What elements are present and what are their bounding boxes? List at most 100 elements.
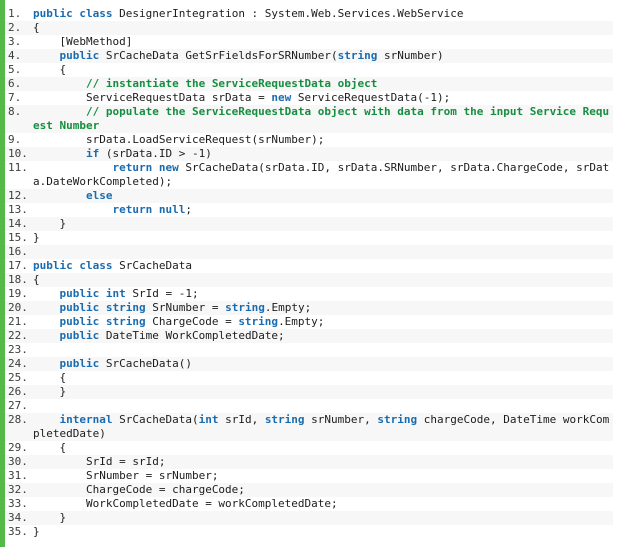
code-text: // populate the ServiceRequestData objec… [33,105,610,132]
code-text: { [33,441,67,454]
code-line: 4. public SrCacheData GetSrFieldsForSRNu… [5,49,613,63]
code-text [33,399,612,413]
line-number: 35. [8,525,28,538]
line-number: 15. [8,231,28,244]
code-line: 23. [5,343,613,357]
code-line: 31. SrNumber = srNumber; [5,469,613,483]
line-number: 11. [8,161,28,174]
code-text: { [33,21,40,34]
code-line: 1. public class DesignerIntegration : Sy… [5,7,613,21]
line-number: 22. [8,329,28,342]
code-line: 29. { [5,441,613,455]
code-listing: 1. public class DesignerIntegration : Sy… [5,7,629,539]
code-text: } [33,511,67,524]
line-number: 23. [8,343,28,356]
line-number: 27. [8,399,28,412]
code-text: public int SrId = -1; [59,287,199,300]
code-line: 3. [WebMethod] [5,35,613,49]
line-number: 12. [8,189,28,202]
line-number: 20. [8,301,28,314]
code-text: [WebMethod] [33,35,133,48]
code-text: else [85,189,113,202]
line-number: 17. [8,259,28,272]
code-text: } [33,217,67,230]
code-line: 28. internal SrCacheData(int srId, strin… [5,413,613,441]
code-line: 24. public SrCacheData() [5,357,613,371]
code-text [33,343,612,357]
code-line: 30. SrId = srId; [5,455,613,469]
code-text: } [33,525,40,538]
code-line: 16. [5,245,613,259]
line-number: 5. [8,63,22,76]
code-text: WorkCompletedDate = workCompletedDate; [33,497,338,510]
code-line: 25. { [5,371,613,385]
code-line: 19. public int SrId = -1; [5,287,613,301]
line-number: 18. [8,273,28,286]
code-text: public SrCacheData() [59,357,192,370]
code-line: 22. public DateTime WorkCompletedDate; [5,329,613,343]
code-text: SrId = srId; [33,455,166,468]
code-line: 17. public class SrCacheData [5,259,613,273]
code-line: 33. WorkCompletedDate = workCompletedDat… [5,497,613,511]
code-text: internal SrCacheData(int srId, string sr… [33,413,610,440]
code-line: 18. { [5,273,613,287]
code-line: 26. } [5,385,613,399]
code-text [33,245,612,259]
line-number: 19. [8,287,28,300]
code-line: 11. return new SrCacheData(srData.ID, sr… [5,161,613,189]
line-number: 32. [8,483,28,496]
line-number: 26. [8,385,28,398]
code-line: 6. // instantiate the ServiceRequestData… [5,77,613,91]
code-text: public string SrNumber = string.Empty; [59,301,312,314]
code-line: 20. public string SrNumber = string.Empt… [5,301,613,315]
code-text: public string ChargeCode = string.Empty; [59,315,325,328]
code-text: return new SrCacheData(srData.ID, srData… [33,161,610,188]
line-number: 34. [8,511,28,524]
code-text: public class DesignerIntegration : Syste… [33,7,464,20]
line-number: 3. [8,35,22,48]
code-text: if (srData.ID > -1) [85,147,212,160]
code-text: public SrCacheData GetSrFieldsForSRNumbe… [59,49,444,62]
code-text: // instantiate the ServiceRequestData ob… [85,77,378,90]
line-number: 10. [8,147,28,160]
code-text: ServiceRequestData srData = new ServiceR… [33,91,451,104]
code-line: 35. } [5,525,613,539]
line-number: 13. [8,203,28,216]
code-text: public DateTime WorkCompletedDate; [59,329,285,342]
code-line: 21. public string ChargeCode = string.Em… [5,315,613,329]
code-text: { [33,273,40,286]
code-line: 12. else [5,189,613,203]
code-line: 14. } [5,217,613,231]
line-number: 30. [8,455,28,468]
code-text: } [33,385,67,398]
line-number: 29. [8,441,28,454]
line-number: 14. [8,217,28,230]
code-text: { [33,63,67,76]
line-number: 33. [8,497,28,510]
line-number: 28. [8,413,28,426]
code-line: 34. } [5,511,613,525]
code-text: srData.LoadServiceRequest(srNumber); [33,133,325,146]
line-number: 25. [8,371,28,384]
code-text: return null; [112,203,192,216]
line-number: 8. [8,105,22,118]
code-text: SrNumber = srNumber; [33,469,219,482]
line-number: 31. [8,469,28,482]
line-number: 6. [8,77,22,90]
code-line: 15. } [5,231,613,245]
line-number: 16. [8,245,28,258]
code-line: 27. [5,399,613,413]
code-text: { [33,371,67,384]
code-line: 10. if (srData.ID > -1) [5,147,613,161]
line-number: 7. [8,91,22,104]
line-number: 2. [8,21,22,34]
code-text: ChargeCode = chargeCode; [33,483,245,496]
code-line: 32. ChargeCode = chargeCode; [5,483,613,497]
line-number: 24. [8,357,28,370]
code-line: 5. { [5,63,613,77]
line-number: 4. [8,49,22,62]
code-line: 7. ServiceRequestData srData = new Servi… [5,91,613,105]
line-number: 9. [8,133,22,146]
code-line: 13. return null; [5,203,613,217]
